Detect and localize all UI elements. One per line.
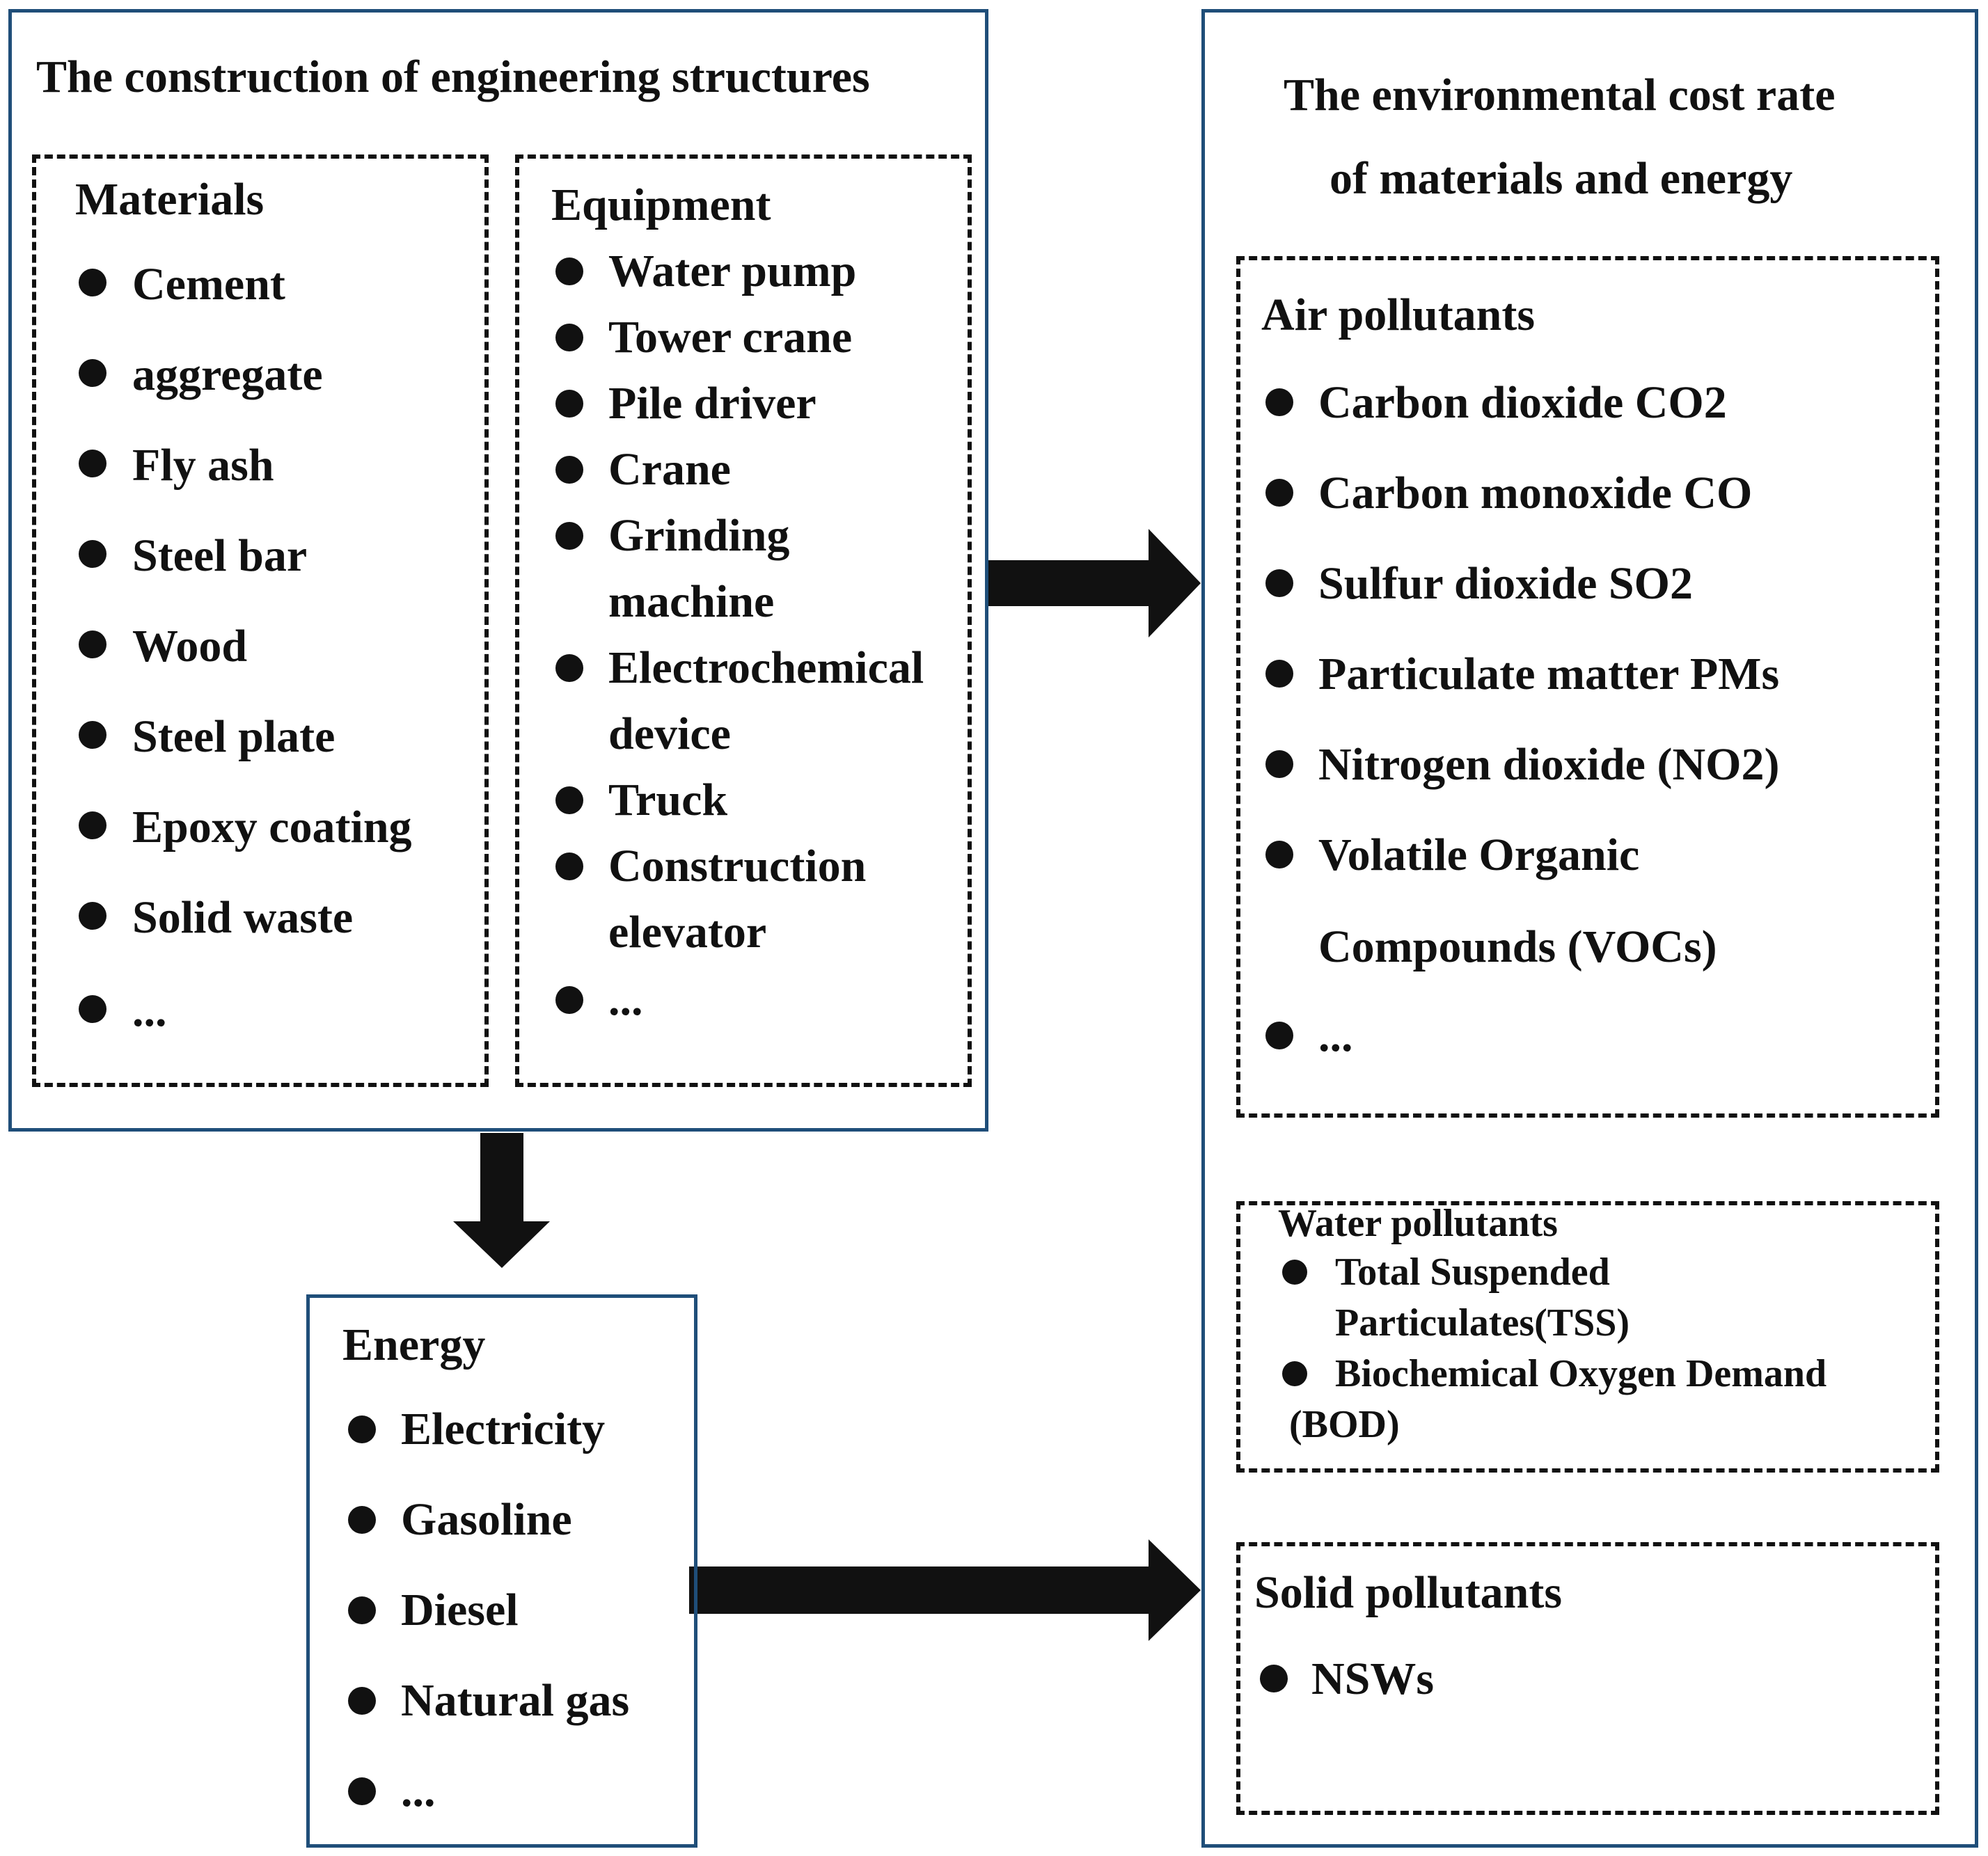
construction-box	[8, 9, 988, 1132]
air-pollutants-heading: Air pollutants	[1261, 289, 1536, 340]
materials-item: ...	[132, 985, 167, 1036]
equipment-item: Tower crane	[608, 312, 853, 363]
bullet	[79, 995, 106, 1023]
bullet	[348, 1687, 376, 1715]
bullet	[348, 1415, 376, 1443]
bullet	[348, 1777, 376, 1805]
water-pollutants-heading: Water pollutants	[1278, 1202, 1558, 1245]
equipment-item: Grinding	[608, 510, 790, 561]
air-pollutants-group	[1236, 256, 1939, 1118]
bullet	[1265, 479, 1293, 507]
air-pollutant-item: Nitrogen dioxide (NO2)	[1318, 739, 1780, 790]
energy-item: Diesel	[401, 1585, 519, 1635]
equipment-item: Electrochemical	[608, 642, 924, 693]
bullet	[79, 269, 106, 296]
air-pollutant-item: Sulfur dioxide SO2	[1318, 558, 1693, 609]
energy-item: Gasoline	[401, 1494, 572, 1545]
bullet	[555, 786, 583, 814]
energy-item: ...	[401, 1766, 436, 1816]
energy-heading: Energy	[342, 1319, 486, 1370]
materials-item: aggregate	[132, 349, 323, 400]
equipment-item-continuation: elevator	[608, 907, 767, 958]
bullet	[555, 852, 583, 880]
energy-item: Natural gas	[401, 1675, 630, 1726]
arrow-energy-to-cost-rate	[689, 1539, 1201, 1641]
bullet	[1282, 1361, 1307, 1386]
water-pollutant-item: Biochemical Oxygen Demand	[1335, 1352, 1827, 1395]
bullet	[1265, 1022, 1293, 1049]
bullet	[348, 1506, 376, 1534]
equipment-heading: Equipment	[551, 180, 771, 230]
water-pollutant-item-continuation: (BOD)	[1289, 1403, 1400, 1446]
cost-rate-title-line2: of materials and energy	[1330, 153, 1793, 204]
construction-title: The construction of engineering structur…	[36, 51, 870, 102]
equipment-item: Construction	[608, 841, 867, 891]
bullet	[1265, 569, 1293, 597]
materials-item: Fly ash	[132, 440, 274, 491]
water-pollutant-item-continuation: Particulates(TSS)	[1335, 1301, 1630, 1345]
cost-rate-title-line1: The environmental cost rate	[1284, 70, 1836, 120]
materials-item: Epoxy coating	[132, 802, 412, 852]
bullet	[1265, 841, 1293, 868]
materials-item: Solid waste	[132, 892, 354, 943]
solid-pollutants-heading: Solid pollutants	[1254, 1567, 1563, 1618]
bullet	[555, 522, 583, 550]
arrow-construction-to-cost-rate	[987, 529, 1201, 637]
equipment-group	[515, 154, 972, 1087]
bullet	[348, 1596, 376, 1624]
bullet	[79, 902, 106, 930]
solid-pollutants-group	[1236, 1542, 1939, 1815]
air-pollutant-item: Carbon monoxide CO	[1318, 468, 1753, 518]
materials-group	[32, 154, 489, 1087]
materials-item: Steel plate	[132, 711, 336, 762]
equipment-item-continuation: machine	[608, 576, 775, 627]
materials-item: Steel bar	[132, 530, 308, 581]
air-pollutant-item: Carbon dioxide CO2	[1318, 377, 1727, 428]
water-pollutants-group	[1236, 1201, 1939, 1473]
air-pollutant-item: Particulate matter PMs	[1318, 649, 1780, 699]
air-pollutant-item: ...	[1318, 1010, 1353, 1061]
equipment-item: Water pump	[608, 246, 857, 296]
equipment-item: ...	[608, 974, 643, 1025]
bullet	[555, 456, 583, 484]
air-pollutant-item-continuation: Compounds (VOCs)	[1318, 921, 1717, 972]
bullet	[79, 450, 106, 477]
energy-item: Electricity	[401, 1404, 606, 1454]
bullet	[555, 257, 583, 285]
arrow-construction-to-energy	[453, 1133, 550, 1268]
materials-item: Cement	[132, 259, 285, 310]
bullet	[1282, 1260, 1307, 1285]
energy-box	[306, 1294, 697, 1848]
bullet	[1265, 750, 1293, 778]
materials-item: Wood	[132, 621, 248, 672]
air-pollutant-item: Volatile Organic	[1318, 830, 1640, 880]
bullet	[1265, 660, 1293, 688]
bullet	[555, 986, 583, 1014]
equipment-item: Truck	[608, 775, 728, 825]
bullet	[1260, 1665, 1288, 1692]
bullet	[79, 630, 106, 658]
equipment-item: Crane	[608, 444, 731, 495]
materials-heading: Materials	[75, 174, 265, 225]
equipment-item: Pile driver	[608, 378, 816, 429]
bullet	[555, 324, 583, 351]
bullet	[79, 721, 106, 749]
bullet	[555, 390, 583, 418]
bullet	[1265, 388, 1293, 416]
cost-rate-box	[1201, 9, 1978, 1848]
bullet	[79, 359, 106, 387]
water-pollutant-item: Total Suspended	[1335, 1251, 1610, 1294]
equipment-item-continuation: device	[608, 708, 731, 759]
bullet	[79, 811, 106, 839]
bullet	[555, 654, 583, 682]
solid-pollutant-item: NSWs	[1311, 1653, 1435, 1704]
bullet	[79, 540, 106, 568]
